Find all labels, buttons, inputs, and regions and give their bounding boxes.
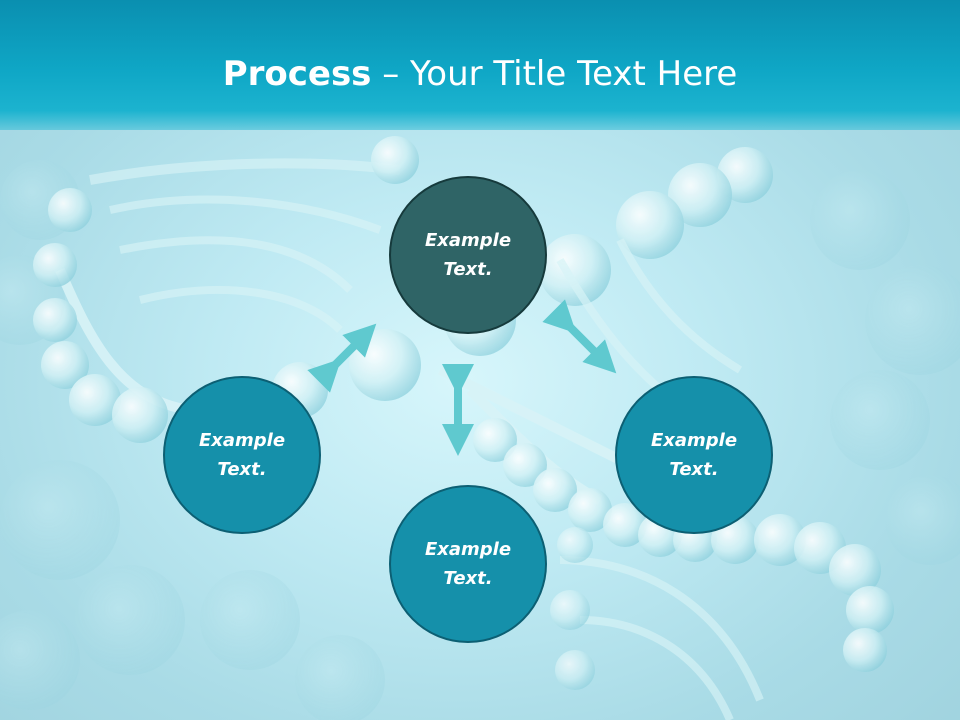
title-rest: – Your Title Text Here (371, 54, 738, 94)
title-bold: Process (222, 54, 372, 94)
process-node-right[interactable]: Example Text. (615, 376, 773, 534)
slide-title: Process – Your Title Text Here (0, 52, 960, 96)
node-text: Example Text. (424, 230, 512, 280)
node-text: Example Text. (424, 539, 512, 589)
process-node-left[interactable]: Example Text. (163, 376, 321, 534)
node-text: Example Text. (198, 430, 286, 480)
process-node-bottom[interactable]: Example Text. (389, 485, 547, 643)
title-bar (0, 0, 960, 130)
process-node-top[interactable]: Example Text. (389, 176, 547, 334)
node-text: Example Text. (650, 430, 738, 480)
